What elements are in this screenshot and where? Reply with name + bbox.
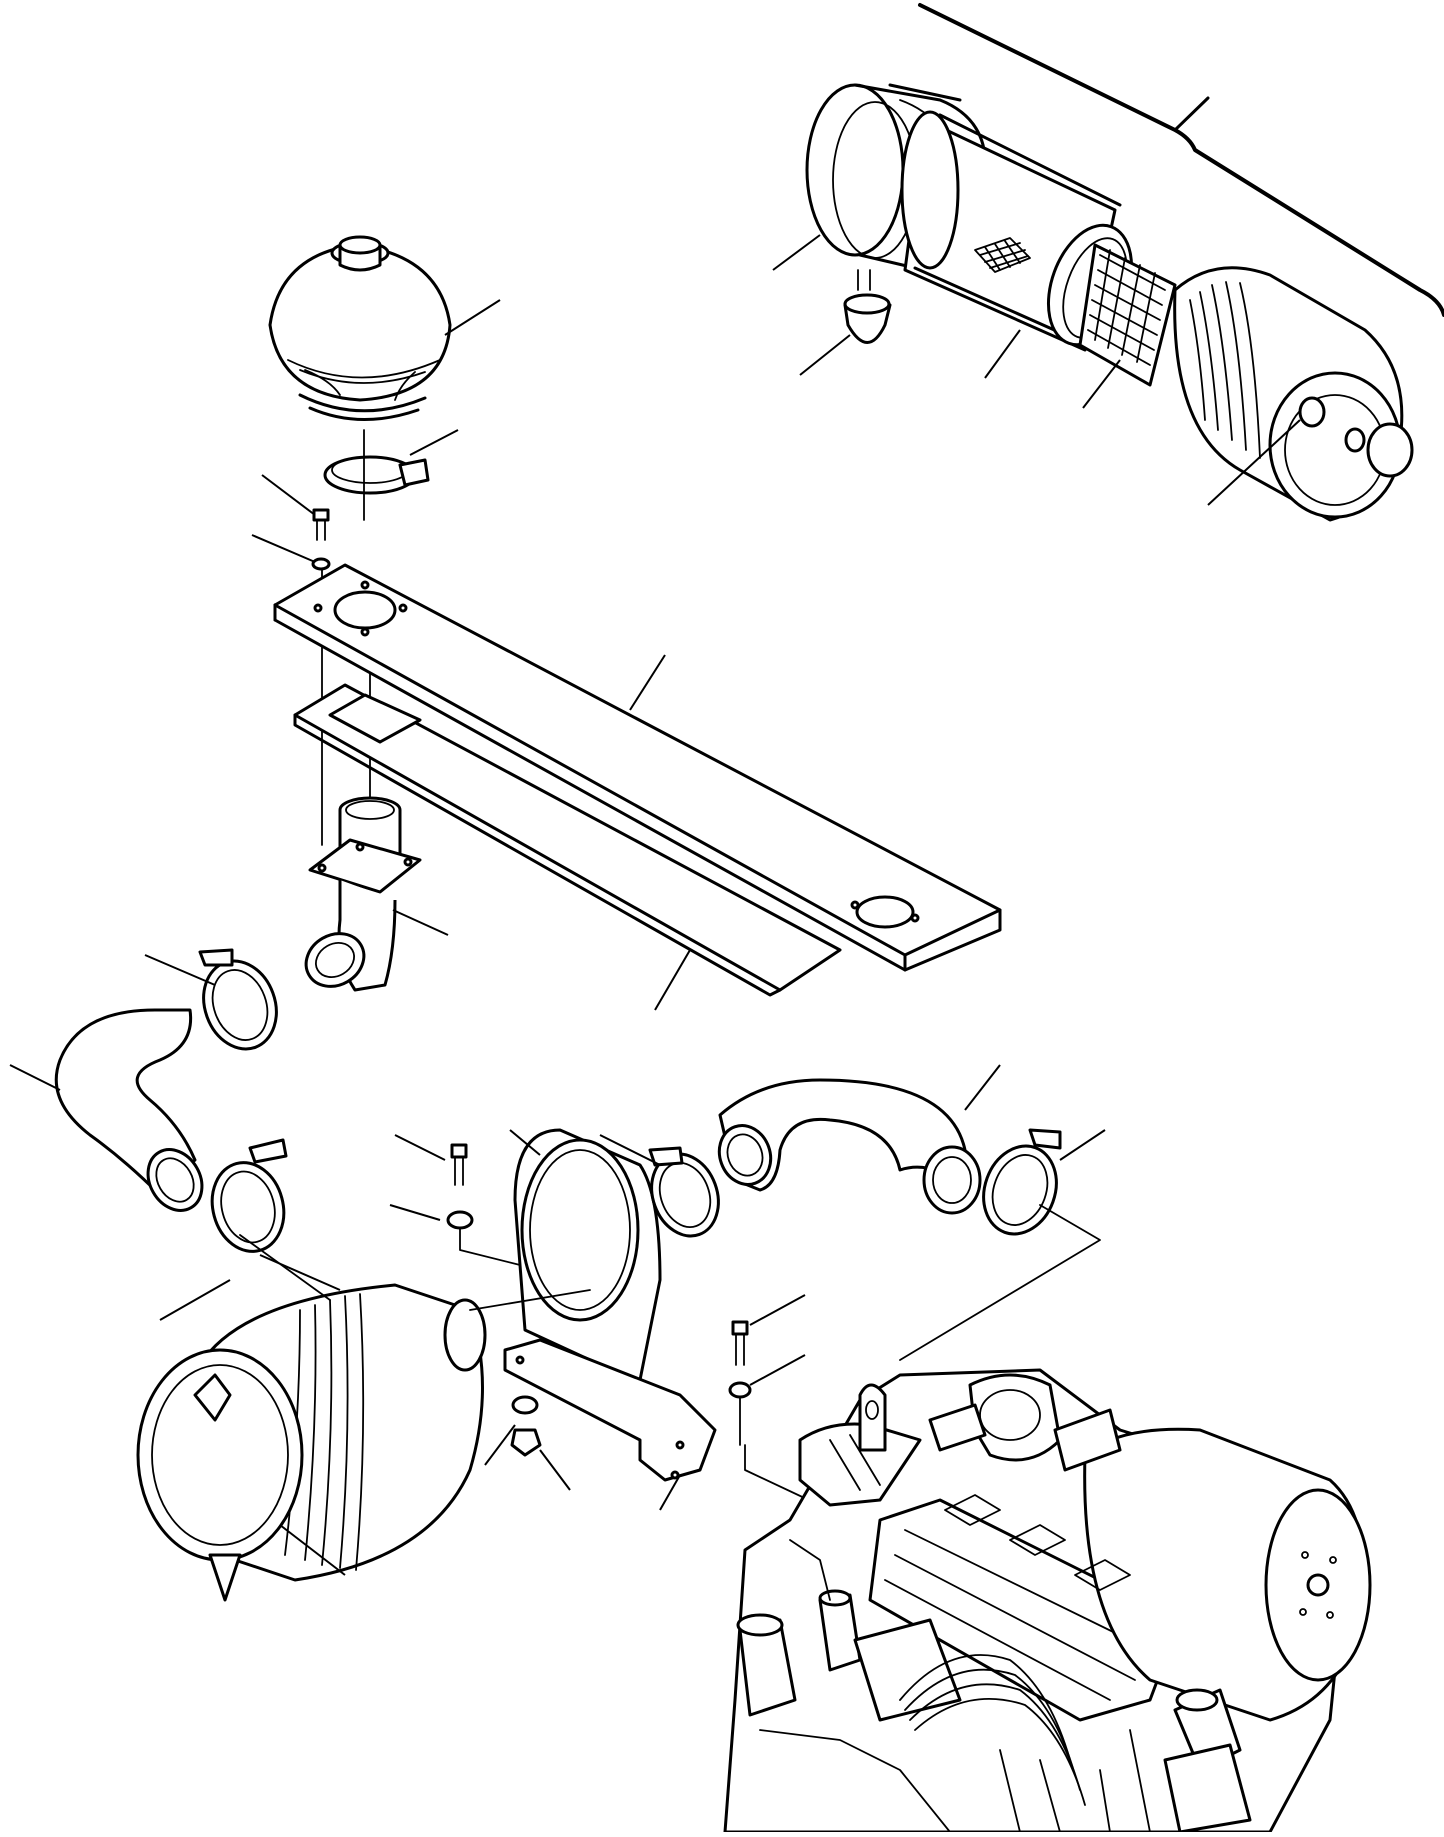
leader-line (984, 329, 1021, 379)
leader-line (772, 234, 821, 271)
leader-line (799, 334, 851, 376)
inset-boundary-notch (1173, 96, 1210, 132)
hose-clamp-upper (198, 948, 278, 1051)
leader-line (509, 1129, 541, 1156)
elbow-inlet (304, 796, 422, 992)
hose-clamp-lower-left (210, 1138, 288, 1253)
right-washer (728, 1381, 752, 1399)
bowl-clamp (323, 455, 430, 495)
nut (510, 1428, 542, 1457)
hose-clamp-right (982, 1128, 1062, 1236)
main-air-cleaner (136, 1283, 487, 1602)
mounting-bracket (503, 1128, 717, 1482)
leader-line (964, 1064, 1001, 1111)
hose-clamp-middle (648, 1146, 720, 1238)
connection-line (469, 1289, 591, 1311)
leader-line (409, 429, 459, 456)
leader-line (1059, 1129, 1106, 1161)
leader-line (9, 1064, 61, 1091)
pre-cleaner-bowl (268, 235, 452, 422)
mesh-patch (974, 237, 1031, 273)
leader-line (629, 654, 666, 711)
leader-line (749, 1354, 806, 1386)
nut-washer (511, 1395, 539, 1415)
connection-line (899, 1204, 1101, 1361)
bracket-washer (446, 1210, 474, 1230)
leader-line (261, 474, 316, 516)
leader-line (599, 1134, 661, 1166)
leader-line (251, 534, 316, 563)
leader-line (259, 1254, 341, 1291)
right-bolt (731, 1320, 749, 1366)
hose-curved-right (717, 1078, 982, 1215)
leader-line (459, 1227, 521, 1266)
washer-small (311, 557, 331, 571)
hose-s-left (54, 1008, 204, 1212)
leader-line (159, 1279, 231, 1321)
leader-line (484, 1424, 516, 1466)
drain-valve (843, 269, 892, 344)
leader-line (654, 949, 691, 1011)
leader-line (539, 1449, 571, 1491)
gasket-strip (293, 683, 842, 997)
leader-line (389, 1204, 441, 1221)
inset-air-cleaner-breakdown (772, 3, 1444, 522)
engine-assembly (723, 1368, 1372, 1834)
connection-line (239, 1234, 331, 1301)
mounting-plate (273, 563, 1002, 972)
leader-line (394, 1134, 446, 1161)
leader-line (279, 1524, 346, 1576)
inner-element (1078, 243, 1177, 387)
leader-line (144, 954, 216, 986)
leader-line (1207, 419, 1301, 506)
leader-line (444, 299, 501, 336)
end-cover (1173, 266, 1414, 522)
inset-boundary-line (918, 3, 1444, 317)
leader-line (749, 1294, 806, 1326)
leader-line (659, 1474, 681, 1511)
leader-line (392, 909, 449, 936)
connection-line (744, 1444, 831, 1511)
bracket-bolt (450, 1143, 468, 1186)
leader-line (1082, 359, 1121, 409)
bolt-small (312, 508, 330, 541)
